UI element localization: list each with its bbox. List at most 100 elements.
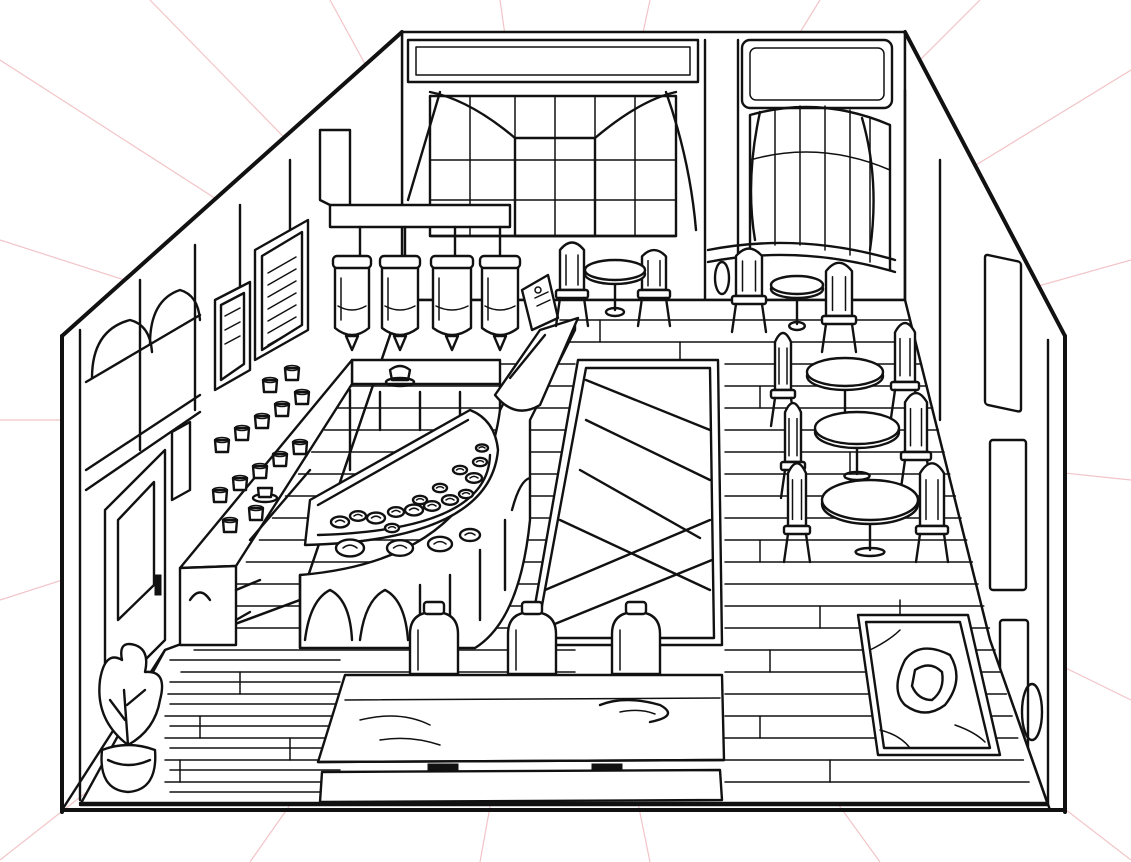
chair-back [773, 331, 793, 392]
cup-rim [272, 450, 288, 458]
coffee-brewer [378, 254, 422, 352]
bar-stool [506, 600, 558, 676]
pastry-detail [392, 544, 408, 549]
table-top [813, 410, 901, 446]
chair-leg [779, 468, 787, 500]
coffee-brewer [429, 254, 475, 352]
wall-menu-board [253, 218, 310, 362]
pastry [329, 515, 351, 529]
cup-rim [214, 436, 230, 444]
chair-back [558, 241, 586, 292]
left-door [103, 448, 167, 702]
chair-seat [782, 524, 812, 536]
pastry-detail [353, 513, 363, 517]
pastry-detail [478, 446, 486, 449]
brewer-tip [344, 334, 360, 352]
pastry-detail [391, 509, 401, 513]
cafe-chair [782, 462, 812, 564]
pastry-detail [445, 497, 455, 501]
table-base [854, 546, 886, 558]
pastry-detail [455, 467, 465, 471]
pastry-detail [415, 497, 425, 501]
chair-leg [730, 302, 738, 334]
chair-back [824, 261, 854, 318]
chair-leg [760, 302, 768, 334]
pastry-detail [435, 485, 445, 489]
chair-leg [804, 532, 812, 564]
brewer-body [333, 258, 371, 337]
chair-leg [554, 296, 562, 328]
chair-seat [730, 294, 768, 306]
cup-rim [212, 486, 228, 494]
chair-back [918, 462, 946, 528]
chair-leg [782, 532, 790, 564]
pastry [348, 510, 368, 523]
chair-seat [769, 388, 797, 400]
bar-stools [408, 600, 662, 676]
stool-back [506, 610, 558, 676]
pastry-detail [370, 515, 382, 519]
potted-plant [98, 642, 164, 794]
cup-rim [274, 400, 290, 408]
bay-window [706, 105, 897, 296]
cafe-table [583, 258, 647, 318]
menu-line [267, 304, 297, 322]
chair-seat [914, 524, 950, 536]
cup-rim [234, 424, 250, 432]
menu-line [267, 316, 297, 334]
pastry [365, 511, 387, 525]
wall-poster [213, 280, 252, 392]
chair-seat [889, 380, 921, 392]
brewer-tip [492, 334, 508, 352]
pastry-detail [408, 507, 420, 511]
pastry [474, 443, 490, 453]
stool-back [610, 610, 662, 676]
chair-leg [914, 532, 922, 564]
chair-back [893, 321, 917, 384]
brewer-tip [444, 334, 460, 352]
display-counter [298, 316, 580, 650]
cup-rim [222, 516, 238, 524]
chair-back [786, 462, 808, 528]
pastry-detail [427, 503, 437, 507]
menu-line [267, 268, 297, 286]
pastry [383, 522, 401, 534]
cafe-table [820, 478, 920, 558]
front-table [316, 673, 726, 804]
chair-leg [850, 322, 858, 354]
pastry-detail [342, 544, 358, 549]
back-counter [178, 358, 502, 647]
stool-top [520, 600, 544, 616]
table-top [805, 356, 885, 388]
cafe-chair [914, 462, 950, 564]
table-top [583, 258, 647, 282]
coffee-brewer [331, 254, 373, 352]
pastry-detail [461, 491, 471, 495]
stool-top [422, 600, 446, 616]
chair-leg [664, 296, 672, 328]
pastry-detail [433, 540, 447, 545]
table-base [788, 320, 807, 332]
pastry [422, 500, 442, 513]
cup-rim [232, 474, 248, 482]
floor-front-edge [60, 801, 1067, 812]
brewer-lid [331, 254, 373, 270]
menu-line [267, 256, 297, 274]
pastry [471, 456, 489, 468]
cup-rim [284, 364, 300, 372]
chair-seat [899, 450, 933, 462]
chair-seat [554, 288, 590, 300]
cup-rim [254, 412, 270, 420]
coffee-brewer [478, 254, 522, 352]
brewer-lid [478, 254, 522, 270]
cafe-table [769, 274, 825, 332]
pastry [385, 539, 415, 558]
stool-back [408, 610, 460, 676]
pastry-detail [469, 475, 479, 479]
chair-seat [636, 288, 672, 300]
pastry [411, 494, 429, 506]
brewer-tip [392, 334, 408, 352]
wall-frame-small [170, 420, 192, 502]
cup-rim [252, 462, 268, 470]
